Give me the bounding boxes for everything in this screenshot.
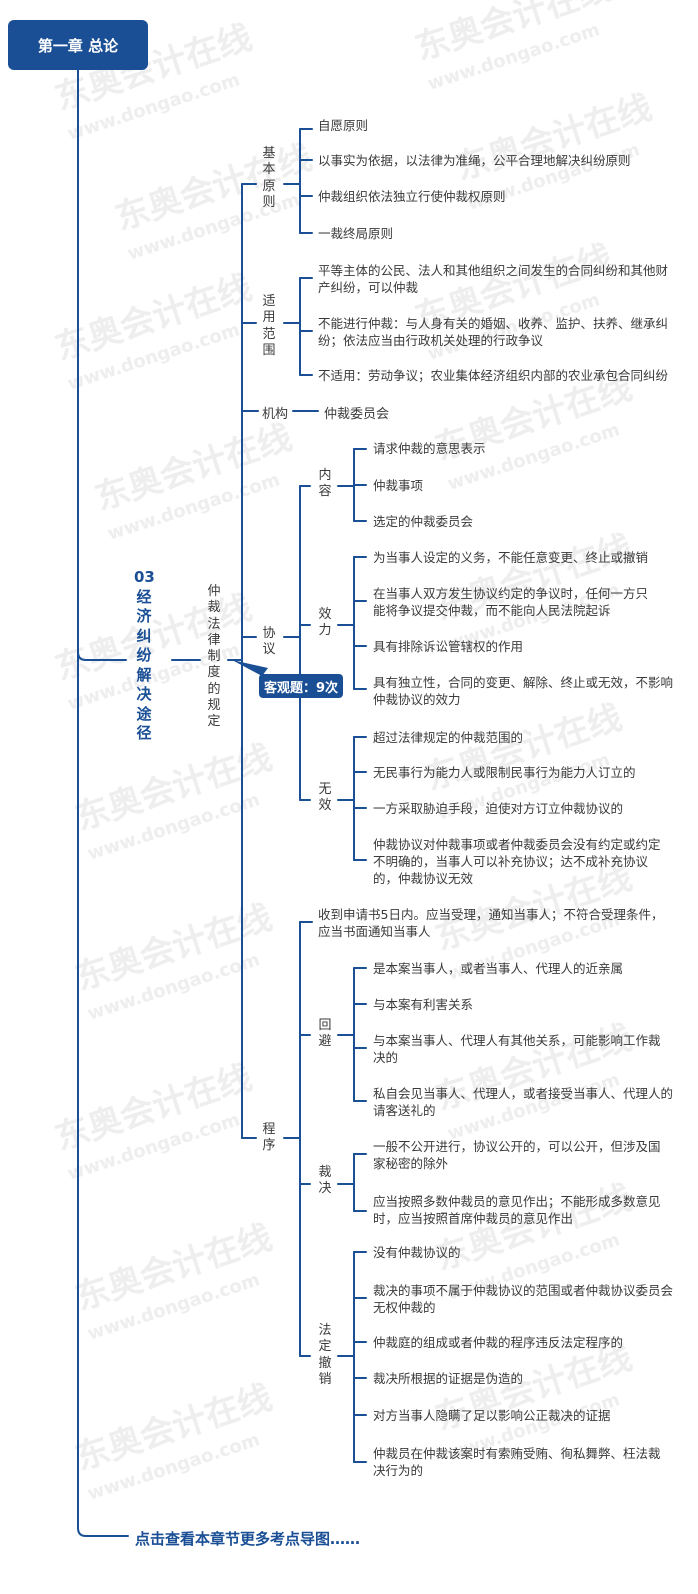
sub-recusal: 回避 <box>318 1018 332 1050</box>
list-item: 仲裁庭的组成或者仲裁的程序违反法定程序的 <box>373 1335 624 1350</box>
list-item: 与本案有利害关系 <box>373 997 474 1012</box>
category-procedure: 程序 <box>262 1122 276 1154</box>
list-item: 为当事人设定的义务，不能任意变更、终止或撤销 <box>373 550 649 565</box>
list-item: 无民事行为能力人或限制民事行为能力人订立的 <box>373 765 636 780</box>
sub-topic: 仲裁法律制度的规定 <box>207 584 221 729</box>
list-item: 具有排除诉讼管辖权的作用 <box>373 639 524 654</box>
sub-content: 内容 <box>318 468 332 500</box>
list-item: 仲裁协议对仲裁事项或者仲裁委员会没有约定或约定不明确的，当事人可以补充协议；达不… <box>373 837 661 886</box>
list-item: 选定的仲裁委员会 <box>373 514 474 529</box>
list-item: 仲裁事项 <box>373 478 424 493</box>
list-item: 自愿原则 <box>318 118 369 133</box>
sub-invalid: 无效 <box>318 782 332 814</box>
list-item: 以事实为依据，以法律为准绳，公平合理地解决纠纷原则 <box>318 153 631 168</box>
badge-pointer <box>232 660 268 676</box>
list-item: 没有仲裁协议的 <box>373 1245 461 1260</box>
sub-award: 裁决 <box>318 1165 332 1197</box>
list-item: 不能进行仲裁：与人身有关的婚姻、收养、监护、扶养、继承纠纷；依法应当由行政机关处… <box>318 316 669 348</box>
list-item: 不适用：劳动争议；农业集体经济组织内部的农业承包合同纠纷 <box>318 368 669 383</box>
chapter-title[interactable]: 第一章 总论 <box>8 20 148 70</box>
institution-value: 仲裁委员会 <box>324 407 390 422</box>
list-item: 是本案当事人，或者当事人、代理人的近亲属 <box>373 961 624 976</box>
list-item: 一裁终局原则 <box>318 226 394 241</box>
list-item: 具有独立性，合同的变更、解除、终止或无效，不影响仲裁协议的效力 <box>373 675 674 707</box>
list-item: 仲裁员在仲裁该案时有索贿受贿、徇私舞弊、枉法裁决行为的 <box>373 1446 661 1478</box>
list-item: 一般不公开进行，协议公开的，可以公开，但涉及国家秘密的除外 <box>373 1139 661 1171</box>
list-item: 一方采取胁迫手段，迫使对方订立仲裁协议的 <box>373 801 624 816</box>
list-item: 私自会见当事人、代理人，或者接受当事人、代理人的请客送礼的 <box>373 1086 674 1118</box>
list-item: 裁决的事项不属于仲裁协议的范围或者仲裁协议委员会无权仲裁的 <box>373 1283 674 1315</box>
category-basic-principles: 基本原则 <box>262 146 276 210</box>
list-item: 裁决所根据的证据是伪造的 <box>373 1371 524 1386</box>
sub-effect: 效力 <box>318 607 332 639</box>
category-agreement: 协议 <box>262 626 276 658</box>
list-item: 在当事人双方发生协议约定的争议时，任何一方只能将争议提交仲裁，而不能向人民法院起… <box>373 586 649 618</box>
list-item: 与本案当事人、代理人有其他关系，可能影响工作裁决的 <box>373 1033 661 1065</box>
exam-frequency-badge: 客观题：9次 <box>259 674 343 698</box>
list-item: 对方当事人隐瞒了足以影响公正裁决的证据 <box>373 1408 611 1423</box>
list-item: 请求仲裁的意思表示 <box>373 441 486 456</box>
list-item: 应当按照多数仲裁员的意见作出；不能形成多数意见时，应当按照首席仲裁员的意见作出 <box>373 1194 661 1226</box>
category-scope: 适用范围 <box>262 294 276 358</box>
list-item: 超过法律规定的仲裁范围的 <box>373 730 524 745</box>
list-item: 平等主体的公民、法人和其他组织之间发生的合同纠纷和其他财产纠纷，可以仲裁 <box>318 263 669 295</box>
procedure-intro: 收到申请书5日内。应当受理，通知当事人；不符合受理条件，应当书面通知当事人 <box>318 907 664 939</box>
category-institution: 机构 <box>262 407 289 422</box>
list-item: 仲裁组织依法独立行使仲裁权原则 <box>318 189 506 204</box>
more-mindmaps-link[interactable]: 点击查看本章节更多考点导图…… <box>135 1530 361 1548</box>
sub-legal-revocation: 法定撤销 <box>318 1323 332 1387</box>
